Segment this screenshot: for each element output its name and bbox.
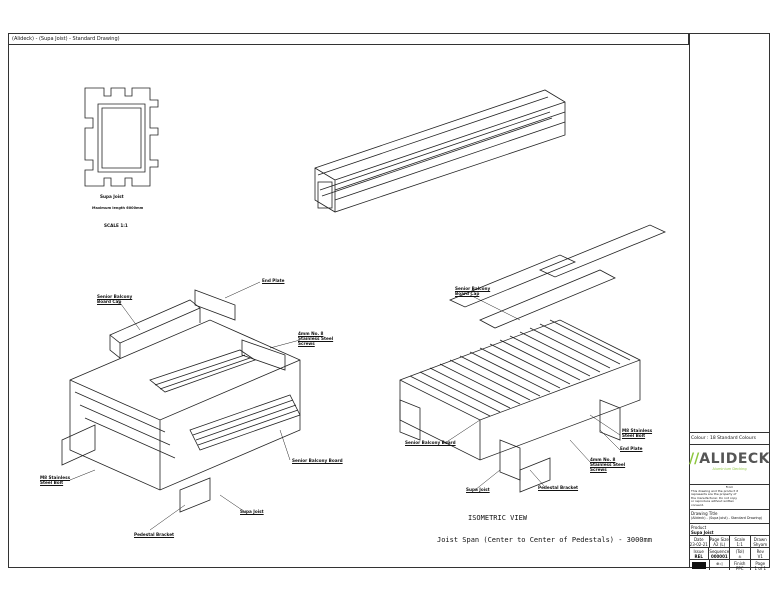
- drawing-header: (Alideck) - (Supa Joist) - Standard Draw…: [9, 34, 689, 45]
- sequence-value: 000001: [710, 554, 728, 559]
- disclaimer-text: This drawing and the product it represen…: [691, 488, 739, 507]
- profile-note: Maximum length 6000mm: [92, 206, 144, 210]
- drawing-title-cell: Drawing Title (Alideck) - (Supa Joist) -…: [689, 509, 770, 523]
- profile-name: Supa Joist: [100, 194, 124, 199]
- rev-value: V1: [757, 554, 763, 559]
- page-size-value: A2 (L): [713, 542, 726, 547]
- scale-label: Scale: [734, 537, 746, 542]
- iso-label-bolt: M8 Stainless Steel Bolt: [622, 428, 653, 438]
- issue-label: Issue: [693, 549, 704, 554]
- tol-value: ±: [738, 554, 742, 559]
- label-board-cap: Senior Balcony Board Cap: [97, 294, 133, 304]
- assembled-assembly: [399, 224, 666, 493]
- label-board: Senior Balcony Board: [292, 458, 343, 463]
- page-label: Page: [755, 561, 766, 566]
- logo-subtitle: Aluminium Decking: [712, 467, 747, 471]
- drawing-sheet: (Alideck) - (Supa Joist) - Standard Draw…: [8, 33, 770, 571]
- standards-mark: [689, 560, 709, 570]
- logo-area: //ALIDECK Aluminium Decking: [689, 444, 770, 484]
- iso-label-screws: 4mm No. 8 Stainless Steel Screws: [590, 457, 626, 472]
- from-label: From: [725, 485, 734, 489]
- page-size-label: Page Size: [709, 537, 729, 542]
- date-value: 23-02-21: [689, 542, 708, 547]
- joist-span-note: Joist Span (Center to Center of Pedestal…: [437, 536, 652, 544]
- sequence-label: Sequence: [709, 549, 730, 554]
- iso-label-joist: Supa Joist: [466, 487, 490, 492]
- label-joist: Supa Joist: [240, 509, 264, 514]
- colour-info: Colour : 18 Standard Colours: [689, 432, 770, 444]
- leader-lines: [69, 281, 621, 531]
- iso-label-end-plate: End Plate: [620, 446, 643, 451]
- product-label: Product: [691, 525, 707, 530]
- iso-label-bracket: Pedestal Bracket: [538, 485, 579, 490]
- disclaimer-area: From This drawing and the product it rep…: [689, 484, 770, 509]
- label-end-plate: End Plate: [262, 278, 285, 283]
- label-bracket: Pedestal Bracket: [134, 532, 175, 537]
- rev-label: Rev: [756, 549, 764, 554]
- projection-symbol-icon: ⊕◁: [708, 560, 730, 570]
- label-bolt: M8 Stainless Steel Bolt: [40, 475, 71, 485]
- date-label: Date: [693, 537, 704, 542]
- page-value: 1 of 1: [754, 566, 767, 571]
- profile-scale: SCALE 1:1: [104, 223, 128, 228]
- iso-label-board-cap: Senior Balcony Board Cap: [455, 286, 491, 296]
- product-cell: Product Supa Joist: [689, 523, 770, 535]
- drawn-label: Drawn: [753, 537, 767, 542]
- drawn-value: Shyam: [753, 542, 768, 547]
- end-plate-left: [194, 289, 236, 321]
- drawing-title-label: Drawing Title: [691, 511, 718, 516]
- title-column: [689, 34, 770, 567]
- product-value: Supa Joist: [691, 530, 714, 535]
- alideck-logo: //ALIDECK: [689, 451, 771, 467]
- issue-value: REL: [694, 554, 703, 559]
- finish-label: Finish: [734, 561, 746, 566]
- exploded-assembly: [61, 289, 301, 513]
- isometric-view-title: ISOMETRIC VIEW: [468, 514, 528, 522]
- joist-profile-section: [84, 87, 159, 187]
- iso-label-board: Senior Balcony Board: [405, 440, 456, 445]
- scale-value: 1:1: [736, 542, 743, 547]
- end-plate-right: [241, 339, 286, 371]
- drawing-title: (Alideck) - (Supa Joist) - Standard Draw…: [691, 516, 762, 520]
- tol-label: (Tol): [735, 549, 745, 554]
- joist-isometric: [314, 89, 566, 213]
- label-screws: 4mm No. 8 Stainless Steel Screws: [298, 331, 334, 346]
- finish-value: PPC: [735, 566, 744, 571]
- title-block: Colour : 18 Standard Colours //ALIDECK A…: [689, 432, 770, 571]
